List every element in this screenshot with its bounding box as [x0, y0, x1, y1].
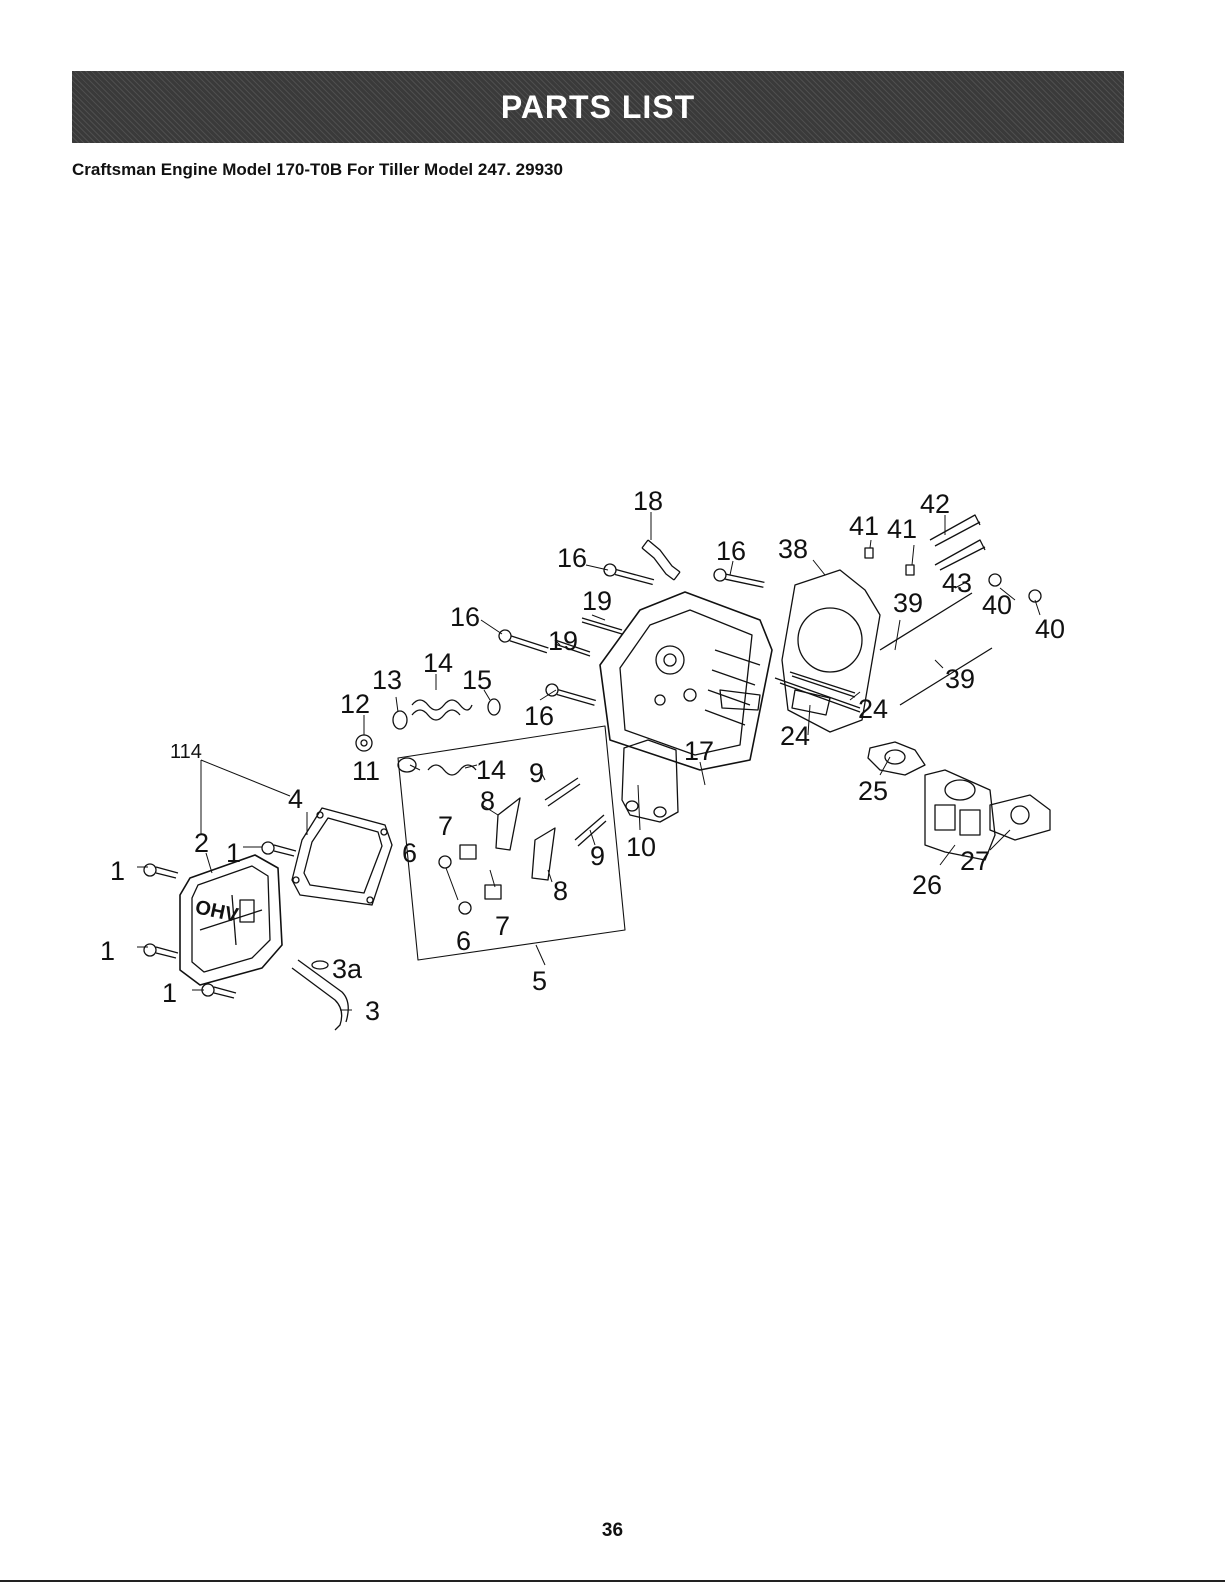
callout-38: 38 [778, 534, 808, 564]
callout-3: 3 [365, 996, 380, 1026]
callout-12: 12 [340, 689, 370, 719]
callout-1: 1 [162, 978, 177, 1008]
callout-17: 17 [684, 736, 714, 766]
callout-5: 5 [532, 966, 547, 996]
callout-24: 24 [858, 694, 888, 724]
spark-plug-illustration [642, 540, 680, 580]
callout-25: 25 [858, 776, 888, 806]
callout-40: 40 [1035, 614, 1065, 644]
callout-11: 11 [352, 756, 380, 786]
callout-40: 40 [982, 590, 1012, 620]
callout-16: 16 [557, 543, 587, 573]
callout-10: 10 [626, 832, 656, 862]
callout-14: 14 [476, 755, 506, 785]
callout-42: 42 [920, 489, 950, 519]
callout-16: 16 [716, 536, 746, 566]
callout-13: 13 [372, 665, 402, 695]
callout-6: 6 [456, 926, 471, 956]
callout-43: 43 [942, 568, 972, 598]
callout-1: 1 [100, 936, 115, 966]
callout-27: 27 [960, 846, 990, 876]
bottom-rule [0, 1580, 1225, 1582]
callout-39: 39 [945, 664, 975, 694]
callout-6: 6 [402, 838, 417, 868]
callout-41: 41 [849, 511, 879, 541]
callout-3a: 3a [332, 954, 363, 984]
callout-114: 114 [170, 741, 202, 763]
callout-14: 14 [423, 648, 453, 678]
callout-8: 8 [553, 876, 568, 906]
callout-24: 24 [780, 721, 810, 751]
callout-19: 19 [582, 586, 612, 616]
callout-9: 9 [529, 758, 544, 788]
callout-41: 41 [887, 514, 917, 544]
callout-15: 15 [462, 665, 492, 695]
callout-18: 18 [633, 486, 663, 516]
callout-19: 19 [548, 626, 578, 656]
callout-1: 1 [110, 856, 125, 886]
rocker-parts-illustration [439, 778, 606, 914]
valve-cover-illustration: OHV [180, 855, 282, 985]
callout-4: 4 [288, 784, 303, 814]
callout-9: 9 [590, 841, 605, 871]
callout-1: 1 [226, 838, 241, 868]
callout-2: 2 [194, 828, 209, 858]
callout-7: 7 [495, 911, 510, 941]
callout-8: 8 [480, 786, 495, 816]
callout-26: 26 [912, 870, 942, 900]
hose-clamp-illustration [312, 961, 328, 969]
page-number: 36 [0, 1520, 1225, 1542]
callout-39: 39 [893, 588, 923, 618]
callout-7: 7 [438, 811, 453, 841]
callout-16: 16 [450, 602, 480, 632]
callout-16: 16 [524, 701, 554, 731]
